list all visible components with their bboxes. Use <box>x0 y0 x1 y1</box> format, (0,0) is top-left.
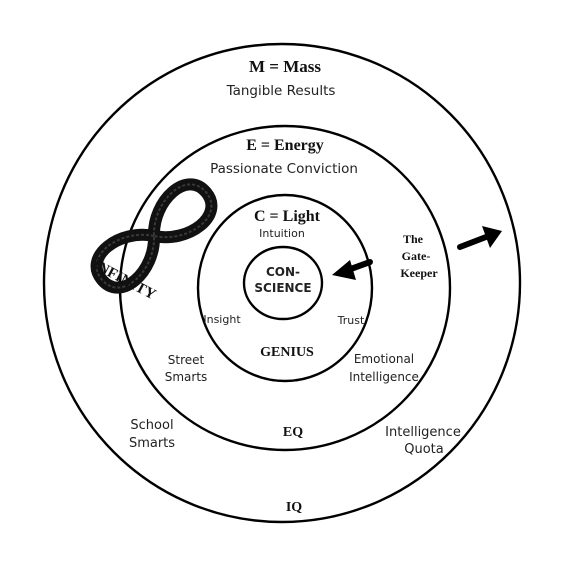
gatekeeper-line3: Keeper <box>400 266 438 280</box>
outer-ring-mass <box>42 42 522 524</box>
school-smarts-line2: Smarts <box>129 436 175 451</box>
core-line2: SCIENCE <box>254 281 311 295</box>
energy-subtitle: Passionate Conviction <box>210 161 358 177</box>
iq-label: IQ <box>286 500 302 515</box>
ring-light <box>196 193 374 383</box>
intelligence-quota-line2: Quota <box>404 442 444 457</box>
infinity-icon <box>90 178 218 294</box>
mass-subtitle: Tangible Results <box>226 83 336 99</box>
insight-label: Insight <box>203 313 241 326</box>
light-subtitle: Intuition <box>259 227 305 240</box>
trust-label: Trust <box>337 314 365 327</box>
energy-title: E = Energy <box>246 137 324 154</box>
ring-core-conscience <box>242 245 324 321</box>
arrow-outward-icon <box>457 226 502 250</box>
light-title: C = Light <box>254 208 321 225</box>
gatekeeper-line1: The <box>403 232 424 246</box>
mass-title: M = Mass <box>249 57 321 76</box>
arrow-inward-icon <box>332 259 373 280</box>
core-line1: CON- <box>266 265 300 279</box>
school-smarts-line1: School <box>130 418 173 433</box>
street-smarts-line1: Street <box>168 353 205 367</box>
intelligence-quota-line1: Intelligence <box>385 425 461 440</box>
street-smarts-line2: Smarts <box>165 370 208 384</box>
genius-label: GENIUS <box>260 345 314 360</box>
eq-label: EQ <box>283 425 303 440</box>
gatekeeper-line2: Gate- <box>402 249 431 263</box>
emotional-intelligence-line1: Emotional <box>354 352 414 366</box>
emotional-intelligence-line2: Intelligence <box>349 370 419 384</box>
